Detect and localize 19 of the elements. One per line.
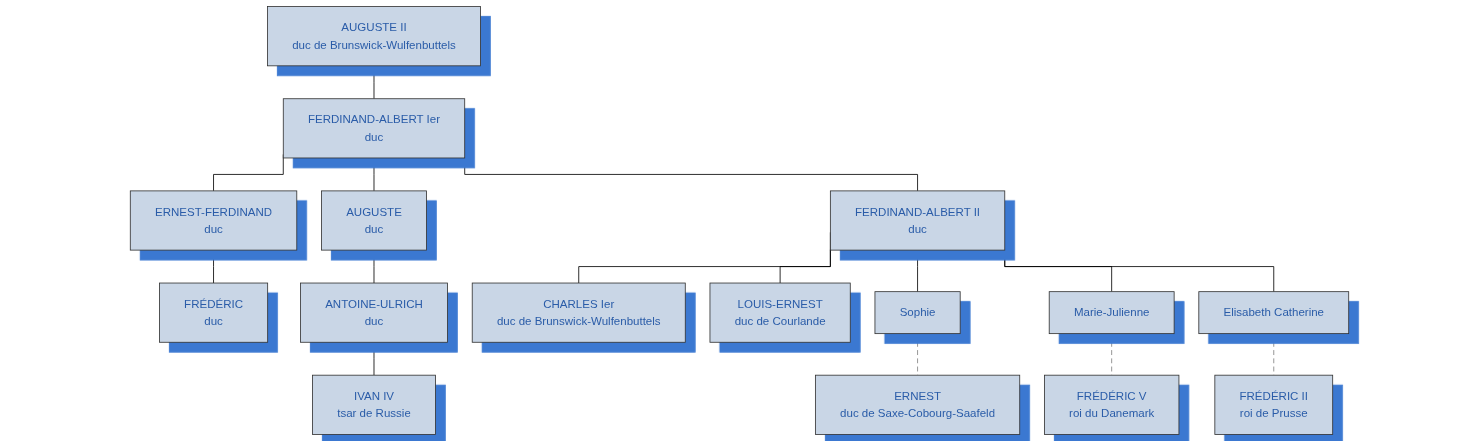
node-box: ERNEST duc de Saxe-Cobourg-Saafeld [815,374,1021,435]
node-box: LOUIS-ERNEST duc de Courlande [709,282,851,343]
node-box: FRÉDÉRIC II roi de Prusse [1214,374,1334,435]
node-box: FERDINAND-ALBERT Ier duc [282,98,466,159]
connector [917,249,918,293]
connector [779,249,831,284]
node-box: Marie-Julienne [1048,291,1175,335]
node-box: AUGUSTE II duc de Brunswick-Wulfenbuttels [267,6,481,67]
connector [213,249,214,284]
node-box: ERNEST-FERDINAND duc [129,190,298,251]
node-box: Sophie [874,291,961,335]
node-box: IVAN IV tsar de Russie [312,374,436,435]
node-box: FRÉDÉRIC V roi du Danemark [1044,374,1180,435]
node-box: AUGUSTE duc [321,190,427,251]
node-box: ANTOINE-ULRICH duc [300,282,448,343]
node-box: Elisabeth Catherine [1198,291,1350,335]
node-box: FERDINAND-ALBERT II duc [829,190,1006,251]
node-box: FRÉDÉRIC duc [159,282,269,343]
node-box: CHARLES Ier duc de Brunswick-Wulfenbuttels [471,282,686,343]
